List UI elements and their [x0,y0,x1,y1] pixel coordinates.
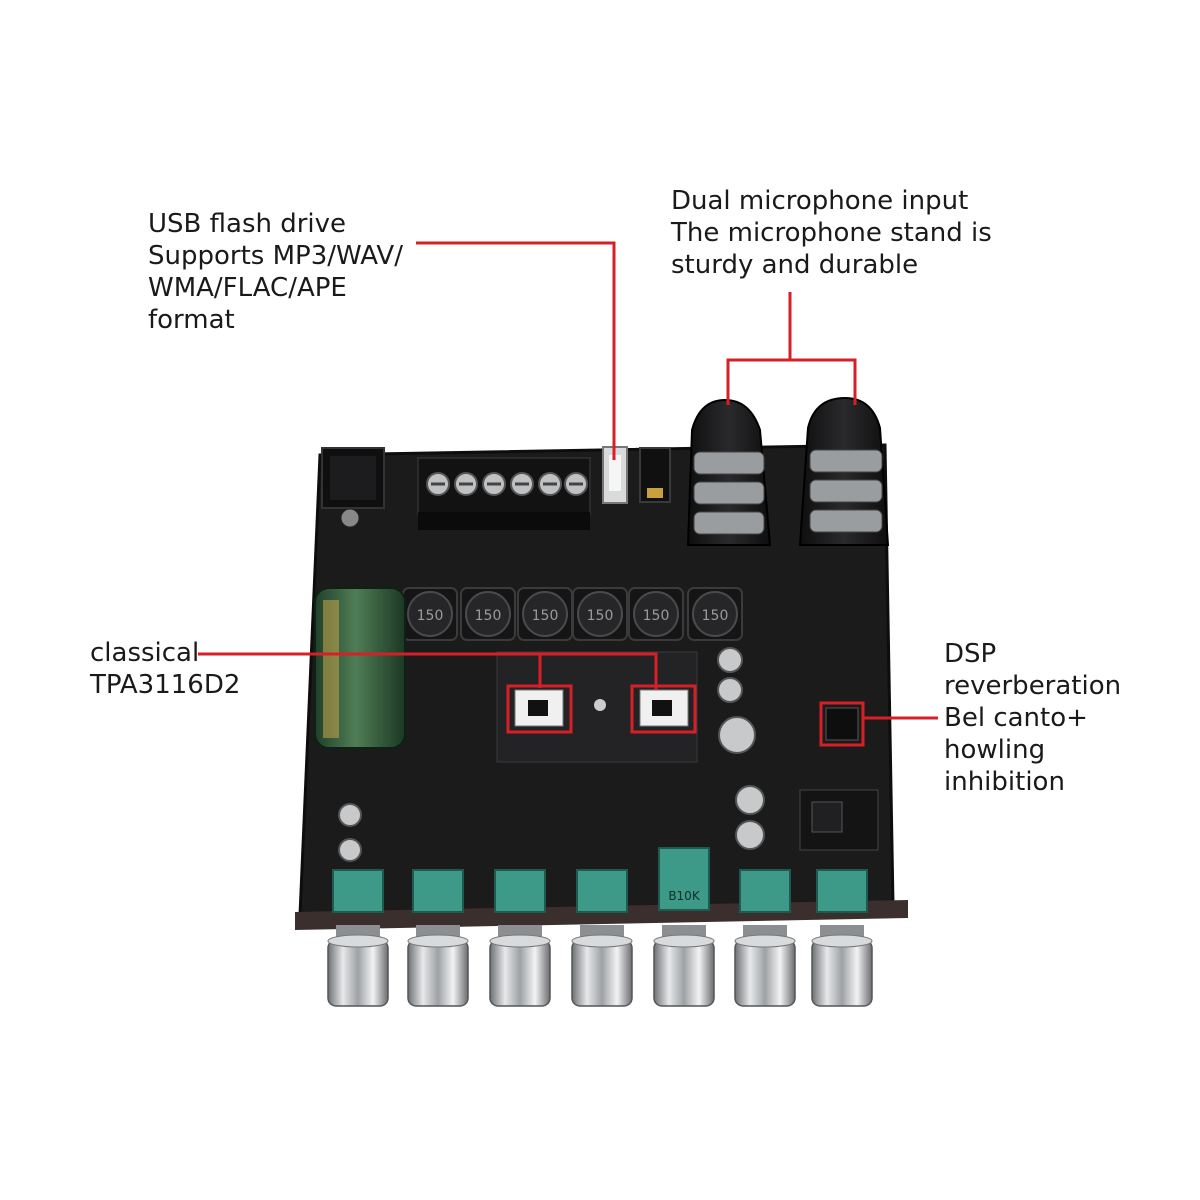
inductor-label: 150 [475,608,502,624]
usb-callout: USB flash drive Supports MP3/WAV/ WMA/FL… [148,208,403,336]
potentiometer [739,869,791,913]
potentiometer [816,869,868,913]
pot-label: B10K [668,889,701,903]
microphone-jack-left [686,398,772,546]
aux-input-jack [639,447,671,503]
usb-leader-line [416,241,616,460]
usb-callout-line-4: format [148,305,235,335]
control-knob-row: B10K [327,847,873,1007]
inductor: 150 [460,587,516,641]
mic-callout-line-3: sturdy and durable [671,250,919,280]
inductor-label: 150 [417,608,444,624]
potentiometer: B10K [658,847,710,911]
dsp-callout-line-3: Bel canto+ [944,703,1088,733]
amp-callout-line-1: classical [90,638,200,668]
inductor-label: 150 [587,608,614,624]
speaker-terminal-block [417,457,591,530]
volume-knob [327,925,389,1007]
small-capacitors [338,647,765,862]
volume-knob [407,925,469,1007]
dsp-callout-line-4: howling [944,735,1046,765]
microphone-jack-right [798,396,890,546]
inductor: 150 [628,587,684,641]
inductor: 150 [517,587,573,641]
usb-callout-line-3: WMA/FLAC/APE [148,273,347,303]
mic-callout-line-2: The microphone stand is [671,218,992,248]
amplifier-chip-area [496,651,698,763]
amp-callout-line-2: TPA3116D2 [90,670,241,700]
volume-knob [489,925,551,1007]
amp-callout: classical TPA3116D2 [90,637,240,701]
bluetooth-module [799,789,879,851]
callout-leaders [198,241,938,747]
dc-power-jack [321,447,385,528]
inductor-label: 150 [702,608,729,624]
inductor-label: 150 [643,608,670,624]
dsp-chip-highlight [819,701,865,747]
volume-knob [653,925,715,1007]
potentiometer [494,869,546,913]
dsp-chip [825,707,859,741]
potentiometer [412,869,464,913]
volume-knob [734,925,796,1007]
amp-chip-highlight-right [630,684,697,734]
dsp-callout-line-1: DSP [944,639,997,669]
volume-knob [571,925,633,1007]
inductor: 150 [572,587,628,641]
potentiometer [332,869,384,913]
usb-callout-line-1: USB flash drive [148,209,347,239]
volume-knob [811,925,873,1007]
inductor-row: 150 150 150 150 150 150 [402,587,743,641]
inductor-label: 150 [532,608,559,624]
mic-callout: Dual microphone input The microphone sta… [671,185,992,281]
usb-callout-line-2: Supports MP3/WAV/ [148,241,403,271]
dsp-callout-line-5: inhibition [944,767,1065,797]
inductor: 150 [402,587,458,641]
dsp-callout-line-2: reverberation [944,671,1122,701]
amp-leader-line [198,652,658,690]
mic-leader-branch [726,358,857,405]
dsp-callout: DSP reverberation Bel canto+ howling inh… [944,638,1121,798]
amp-chip-highlight-left [506,684,573,734]
filter-capacitor [314,587,406,749]
potentiometer [576,869,628,913]
inductor: 150 [687,587,743,641]
mic-callout-line-1: Dual microphone input [671,186,969,216]
